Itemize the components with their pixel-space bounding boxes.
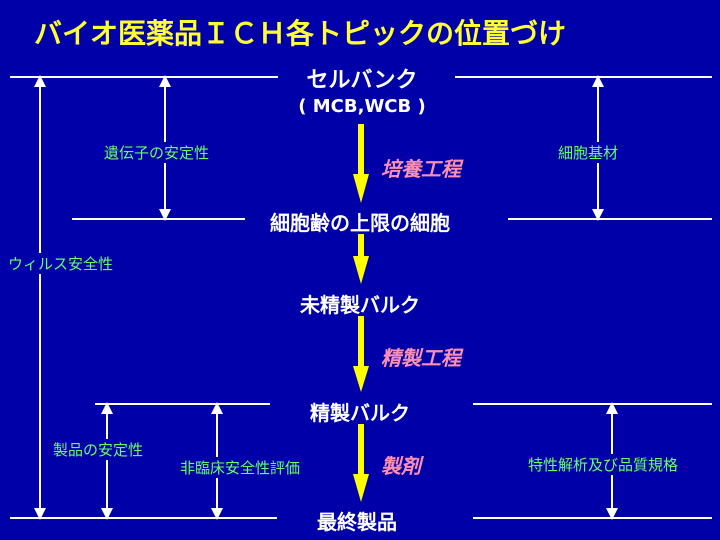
stage-final-product: 最終製品 bbox=[317, 510, 397, 534]
topic-cell-substrate: 細胞基材 bbox=[556, 142, 621, 163]
process-formulation: 製剤 bbox=[381, 454, 421, 478]
stage-cell-bank-sub: ( MCB,WCB ) bbox=[298, 96, 426, 117]
process-culture: 培養工程 bbox=[381, 157, 461, 181]
slide-title: バイオ医薬品ＩＣＨ各トピックの位置づけ bbox=[34, 17, 567, 50]
flow-arrow-purification bbox=[353, 316, 369, 392]
topic-product-stability: 製品の安定性 bbox=[51, 439, 146, 460]
flow-arrow-culture bbox=[353, 124, 369, 203]
stage-limit-cells: 細胞齢の上限の細胞 bbox=[270, 211, 450, 235]
flow-arrow-limit-to-crude bbox=[353, 234, 369, 284]
flow-arrow-formulation bbox=[353, 424, 369, 502]
stage-cell-bank: セルバンク bbox=[306, 68, 418, 93]
topic-genetic-stability: 遺伝子の安定性 bbox=[102, 142, 212, 163]
stage-crude-bulk: 未精製バルク bbox=[300, 293, 420, 317]
process-purification: 精製工程 bbox=[381, 346, 461, 370]
stage-purified-bulk: 精製バルク bbox=[310, 401, 410, 425]
topic-specifications: 特性解析及び品質規格 bbox=[526, 454, 681, 475]
topic-nonclinical-safety: 非臨床安全性評価 bbox=[178, 457, 303, 478]
topic-viral-safety: ウィルス安全性 bbox=[6, 253, 116, 274]
